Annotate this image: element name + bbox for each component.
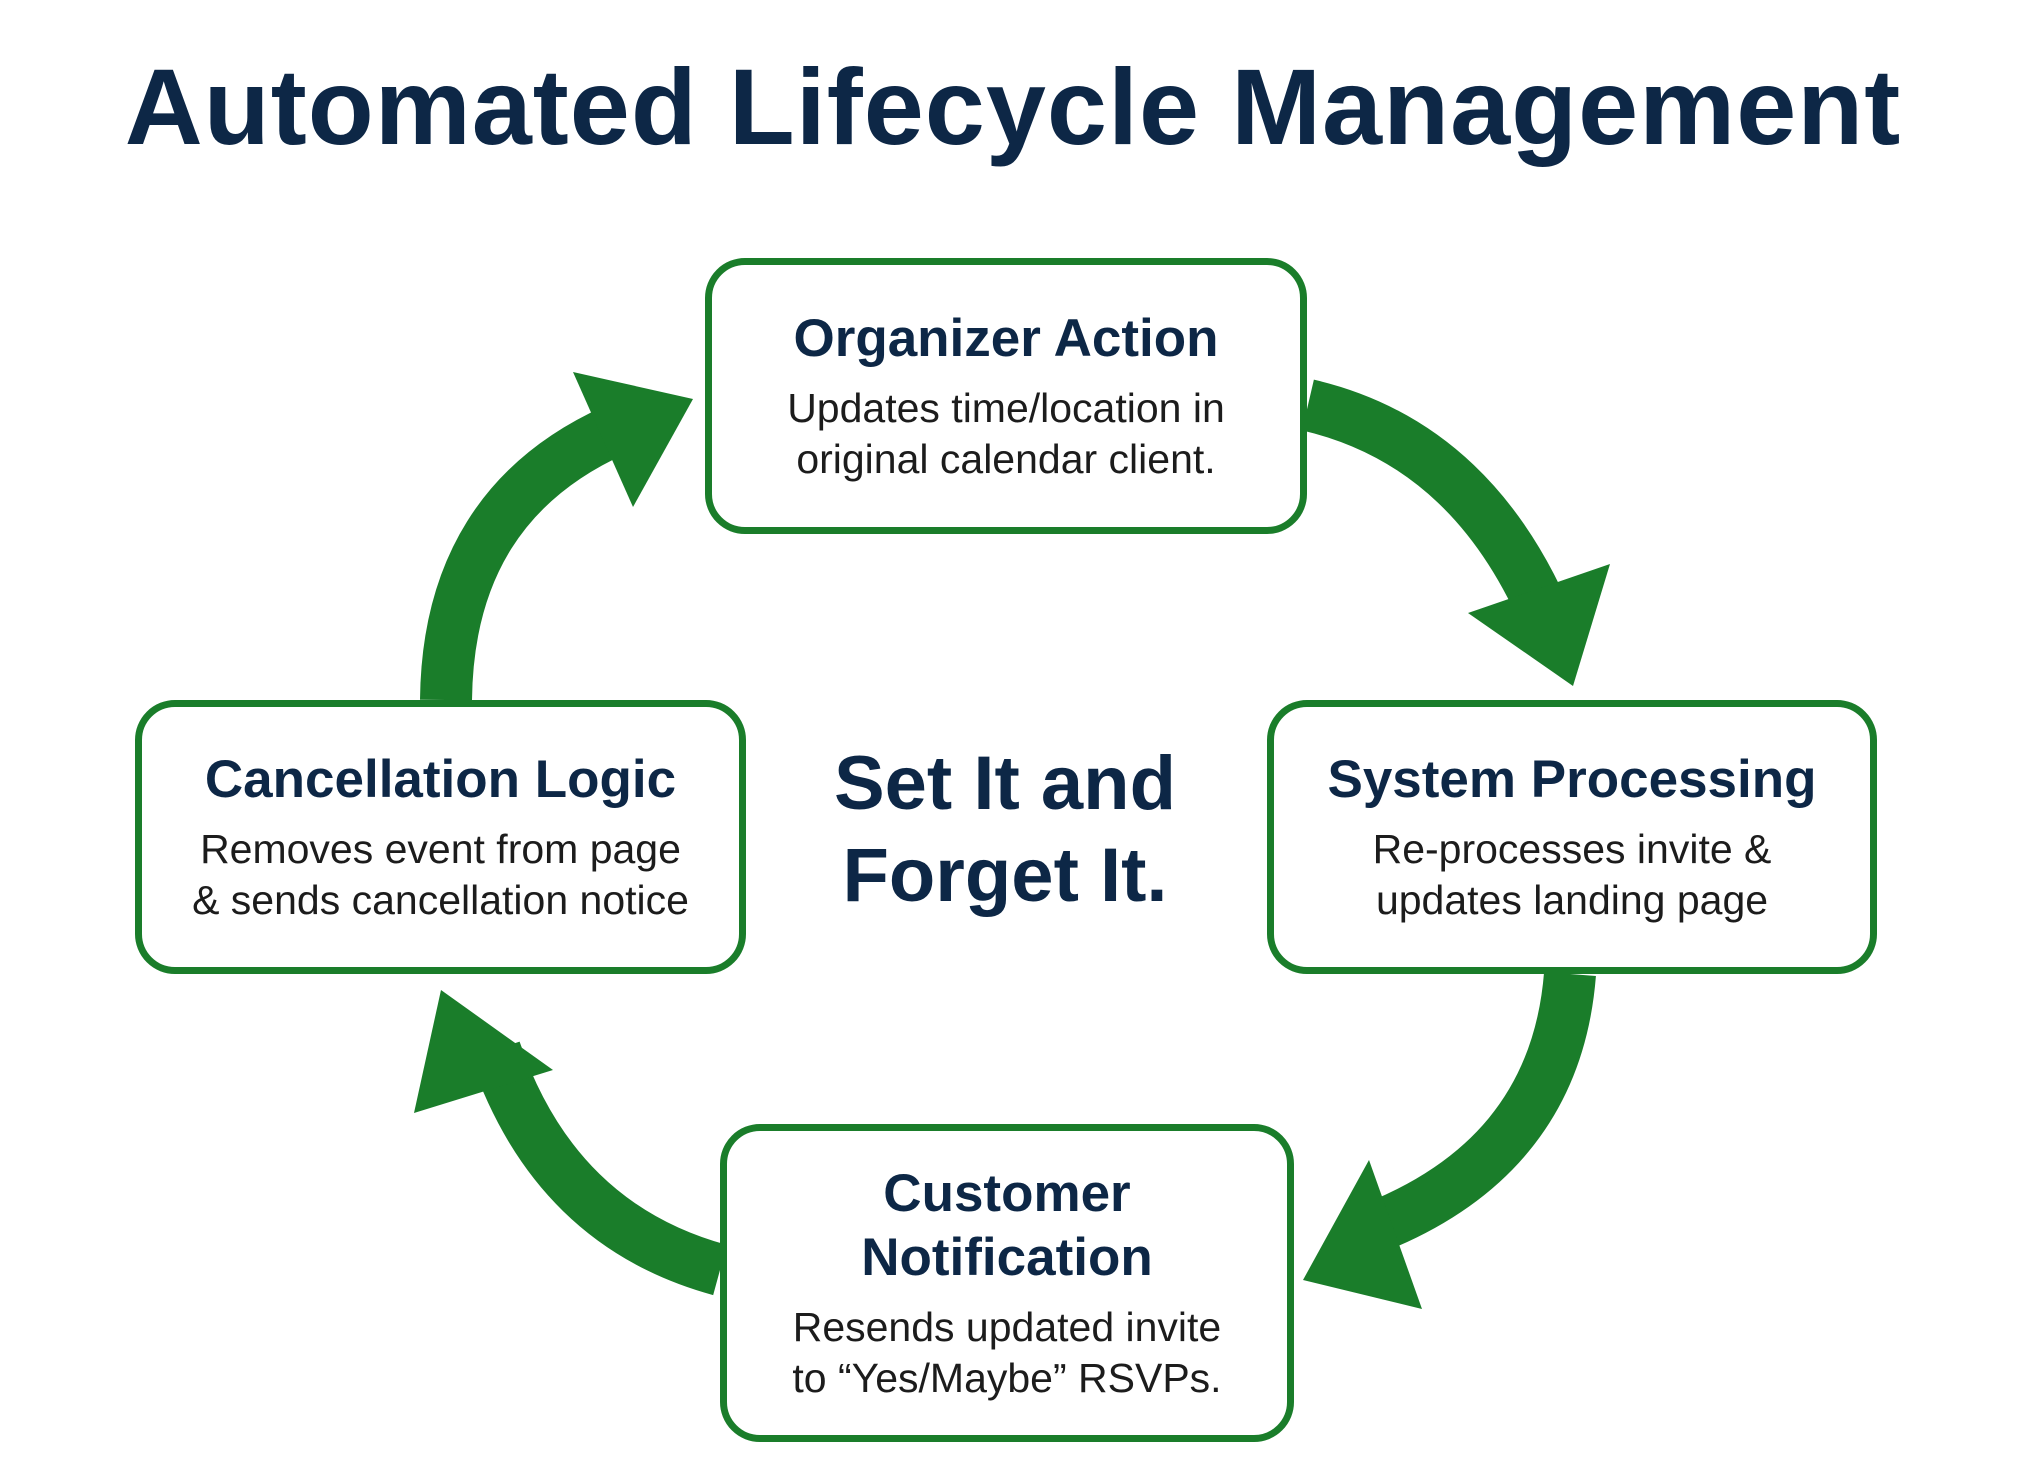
node-cancellation-logic: Cancellation Logic Removes event from pa… bbox=[135, 700, 746, 974]
arrow-head bbox=[573, 372, 693, 507]
node-description: Re-processes invite & updates landing pa… bbox=[1373, 824, 1772, 926]
diagram-title: Automated Lifecycle Management bbox=[124, 46, 1902, 167]
node-description-line: original calendar client. bbox=[796, 436, 1216, 482]
center-slogan: Set It and Forget It. bbox=[760, 738, 1250, 922]
arrow-head bbox=[1303, 1160, 1422, 1309]
center-slogan-line: Set It and bbox=[833, 741, 1177, 826]
node-customer-notification: Customer Notification Resends updated in… bbox=[720, 1124, 1294, 1442]
arrow-head bbox=[1468, 564, 1610, 686]
node-description: Updates time/location in original calend… bbox=[787, 383, 1225, 485]
node-description-line: updates landing page bbox=[1375, 877, 1769, 923]
arrow-system-to-customer bbox=[1303, 971, 1596, 1309]
node-description: Resends updated invite to “Yes/Maybe” RS… bbox=[792, 1302, 1221, 1404]
node-title: System Processing bbox=[1327, 750, 1817, 809]
arrow-customer-to-cancellation bbox=[414, 990, 728, 1296]
node-title: Customer Notification bbox=[861, 1162, 1152, 1290]
node-description: Removes event from page & sends cancella… bbox=[192, 824, 689, 926]
arrow-organizer-to-system bbox=[1301, 379, 1610, 686]
arrow-head bbox=[414, 990, 553, 1113]
node-description-line: Removes event from page bbox=[200, 826, 681, 872]
node-description-line: Re-processes invite & bbox=[1372, 826, 1772, 872]
node-title-line: Customer bbox=[883, 1164, 1131, 1223]
node-organizer-action: Organizer Action Updates time/location i… bbox=[705, 258, 1307, 534]
arrow-shaft bbox=[420, 406, 626, 701]
node-title-line: Notification bbox=[861, 1228, 1153, 1287]
node-system-processing: System Processing Re-processes invite & … bbox=[1267, 700, 1877, 974]
node-title: Cancellation Logic bbox=[204, 750, 677, 809]
arrow-shaft bbox=[470, 1041, 728, 1296]
node-description-line: to “Yes/Maybe” RSVPs. bbox=[792, 1355, 1222, 1401]
arrow-cancellation-to-organizer bbox=[420, 372, 693, 701]
center-slogan-line: Forget It. bbox=[842, 833, 1168, 918]
node-description-line: & sends cancellation notice bbox=[192, 877, 689, 923]
node-description-line: Updates time/location in bbox=[787, 385, 1225, 431]
arrow-shaft bbox=[1346, 971, 1596, 1260]
node-description-line: Resends updated invite bbox=[792, 1304, 1222, 1350]
node-title: Organizer Action bbox=[793, 309, 1219, 368]
